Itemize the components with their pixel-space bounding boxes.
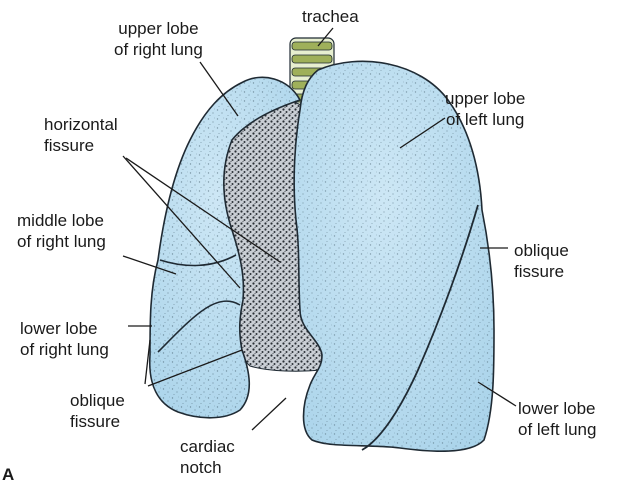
label-trachea: trachea <box>302 6 359 27</box>
label-middle-right-lobe: middle lobe of right lung <box>17 210 106 252</box>
label-upper-left-lobe: upper lobe of left lung <box>445 88 525 130</box>
label-horizontal-fissure: horizontal fissure <box>44 114 118 156</box>
label-cardiac-notch: cardiac notch <box>180 436 235 478</box>
label-upper-right-lobe: upper lobe of right lung <box>114 18 203 60</box>
trachea-ring <box>292 42 332 50</box>
label-oblique-fissure-bottom: oblique fissure <box>70 390 125 432</box>
label-lower-right-lobe: lower lobe of right lung <box>20 318 109 360</box>
leader-cardiac <box>252 398 286 430</box>
trachea-ring <box>292 55 332 63</box>
label-oblique-fissure-right: oblique fissure <box>514 240 569 282</box>
label-lower-left-lobe: lower lobe of left lung <box>518 398 596 440</box>
panel-letter: A <box>2 464 14 485</box>
